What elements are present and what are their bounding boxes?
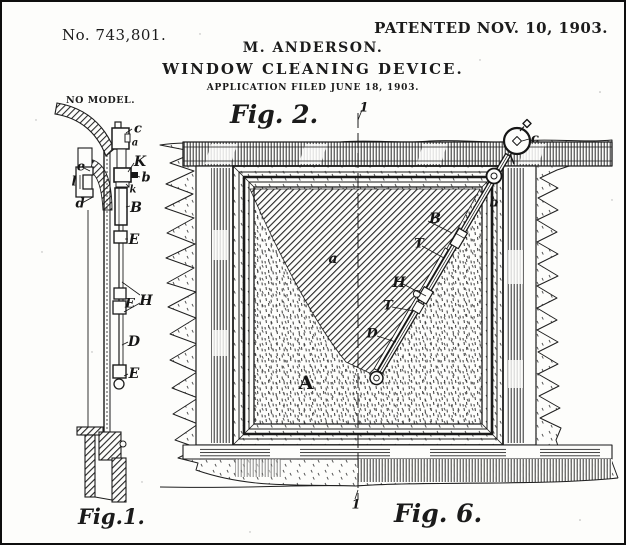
main-figure (158, 109, 622, 500)
part-label-d: d (75, 196, 85, 212)
part-label-T: T (383, 298, 393, 314)
fig2-caption: Fig. 2. (230, 100, 319, 129)
part-label-l: l (71, 174, 77, 190)
knob (522, 118, 532, 129)
part-label-1: 1 (351, 497, 361, 513)
part-label-E: E (128, 366, 140, 382)
patented-date: PATENTED NOV. 10, 1903. (374, 19, 608, 37)
part-label-b: b (489, 195, 499, 211)
part-label-k: k (129, 184, 137, 196)
part-label-E: E (125, 296, 135, 312)
inventor-name: M. ANDERSON. (242, 40, 384, 56)
leader-lines (354, 109, 530, 500)
part-label-D: D (366, 326, 378, 342)
no-model-note: NO MODEL. (66, 95, 136, 106)
part-label-c: c (531, 131, 539, 147)
invention-title: WINDOW CLEANING DEVICE. (162, 60, 464, 78)
application-line: APPLICATION FILED JUNE 18, 1903. (206, 83, 420, 93)
part-label-T: T (414, 236, 424, 252)
fig1-caption: Fig.1. (78, 504, 145, 529)
wiped-region (249, 188, 481, 377)
part-label-b: b (141, 170, 151, 186)
part-label-E: E (128, 232, 140, 248)
part-label-H: H (392, 275, 406, 291)
part-label-K: K (133, 154, 147, 170)
roller-b (485, 167, 503, 185)
part-label-B: B (429, 211, 441, 227)
part-label-e: e (76, 159, 86, 175)
fig6-caption: Fig. 6. (394, 499, 483, 528)
part-label-c: c (134, 121, 142, 137)
part-label-A: A (298, 372, 314, 394)
fig1-drawing (54, 102, 141, 503)
paper-speckles (35, 33, 613, 533)
part-label-D: D (127, 334, 141, 350)
part-label-H: H (139, 293, 153, 309)
part-label-1: 1 (359, 100, 369, 116)
part-label-B: B (130, 200, 142, 216)
title-block: M. ANDERSON. WINDOW CLEANING DEVICE. APP… (2, 40, 624, 93)
part-label-a: a (328, 251, 338, 267)
part-label-a: a (131, 137, 139, 149)
patent-number: No. 743,801. (62, 26, 167, 44)
